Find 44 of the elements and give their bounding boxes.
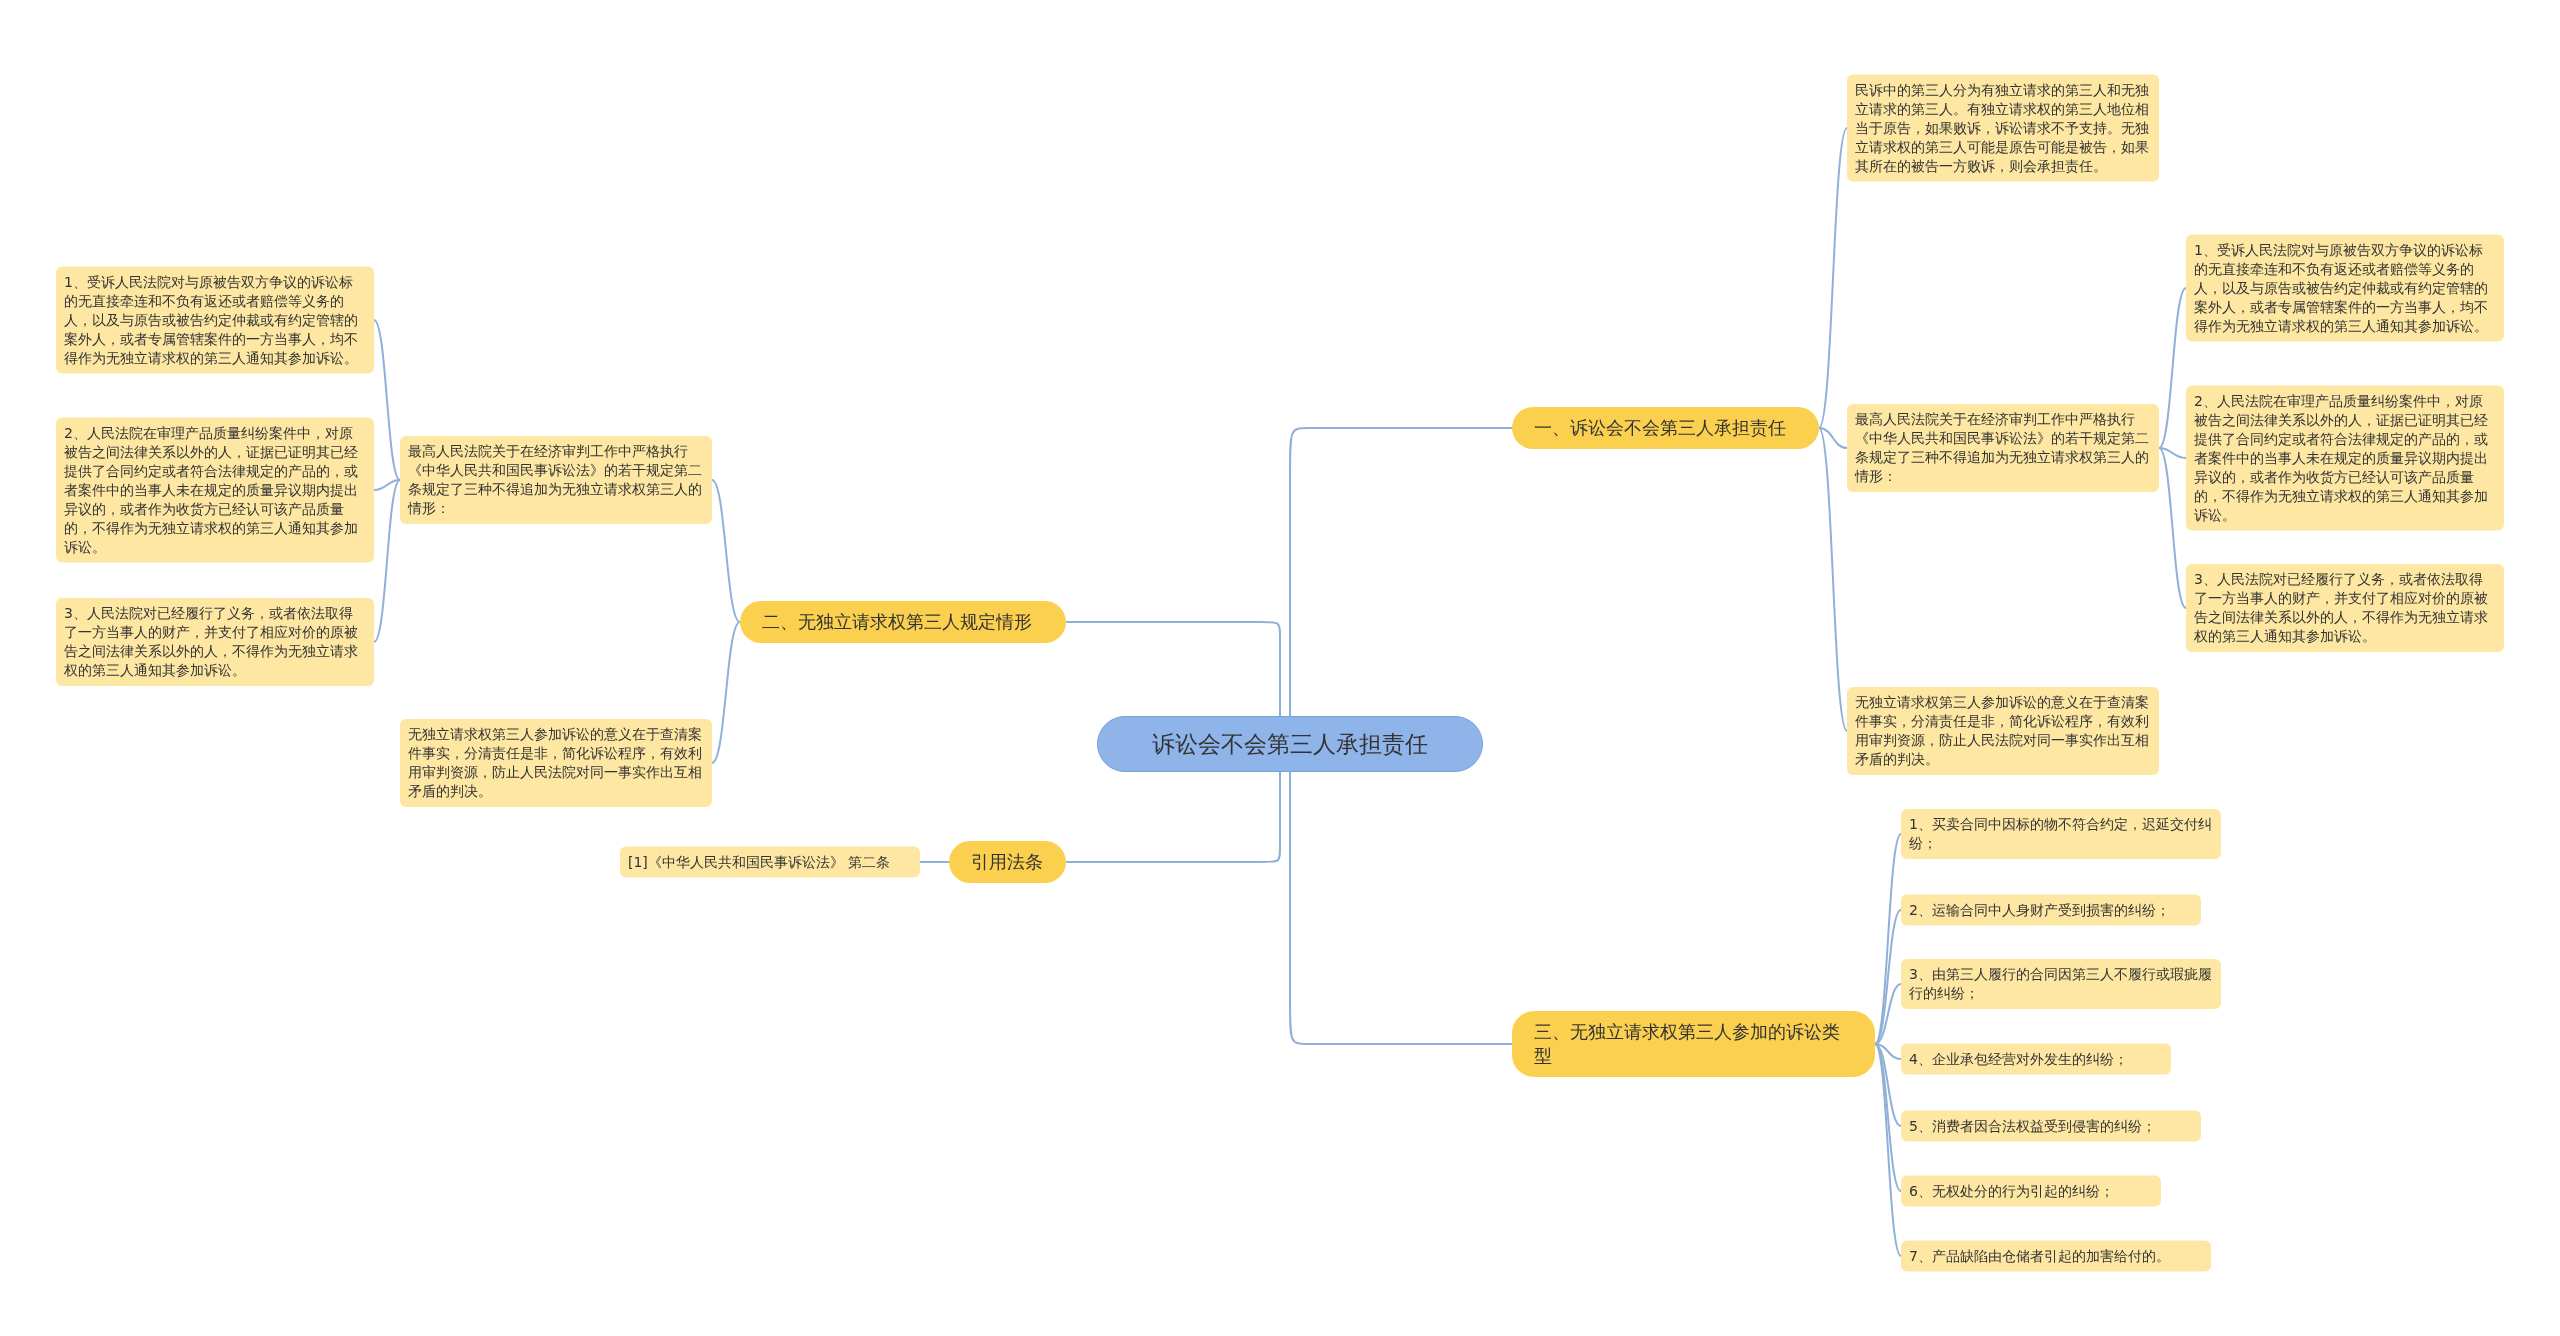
connector-line — [2158, 447, 2187, 609]
connector-line — [1874, 1043, 1902, 1257]
connector-line — [1065, 621, 1281, 717]
subtopic-card: 7、产品缺陷由仓储者引起的加害给付的。 — [1901, 1240, 2211, 1272]
connector-line — [1874, 983, 1902, 1045]
subtopic-card: 2、人民法院在审理产品质量纠纷案件中，对原被告之间法律关系以外的人，证据已证明其已经提供了合同约定或者符合法律规定的产品的，或者案件中的当事人未在规定的质量异议期内提出异议的，或者作为收货方已经认可该产品质量的，不得作为无独立请求权的第三人通知其参加诉讼。 — [2186, 385, 2504, 531]
subtopic-card: 4、企业承包经营对外发生的纠纷； — [1901, 1043, 2171, 1075]
subtopic-card: 无独立请求权第三人参加诉讼的意义在于查清案件事实，分清责任是非，简化诉讼程序，有效利用审判资源，防止人民法院对同一事实作出互相矛盾的判决。 — [1847, 687, 2159, 775]
branch-topic: 引用法条 — [949, 841, 1066, 883]
subtopic-card: 最高人民法院关于在经济审判工作中严格执行《中华人民共和国民事诉讼法》的若干规定第二条规定了三种不得追加为无独立请求权第三人的情形： — [1847, 404, 2159, 492]
subtopic-card: 2、运输合同中人身财产受到损害的纠纷； — [1901, 894, 2201, 926]
connector-line — [1289, 771, 1513, 1045]
subtopic-card: 最高人民法院关于在经济审判工作中严格执行《中华人民共和国民事诉讼法》的若干规定第二条规定了三种不得追加为无独立请求权第三人的情形： — [400, 436, 712, 524]
connector-line — [1289, 427, 1513, 717]
connector-line — [1818, 427, 1848, 449]
branch-topic: 三、无独立请求权第三人参加的诉讼类型 — [1512, 1011, 1875, 1077]
central-topic: 诉讼会不会第三人承担责任 — [1097, 716, 1483, 772]
connector-line — [1874, 833, 1902, 1045]
connector-line — [1874, 909, 1902, 1045]
connector-line — [1818, 427, 1848, 732]
subtopic-card: 3、由第三人履行的合同因第三人不履行或瑕疵履行的纠纷； — [1901, 959, 2221, 1009]
branch-topic: 一、诉讼会不会第三人承担责任 — [1512, 407, 1819, 449]
subtopic-card: 无独立请求权第三人参加诉讼的意义在于查清案件事实，分清责任是非，简化诉讼程序，有效利用审判资源，防止人民法院对同一事实作出互相矛盾的判决。 — [400, 719, 712, 807]
connector-line — [1065, 771, 1281, 863]
connector-line — [2158, 287, 2187, 449]
subtopic-card: 3、人民法院对已经履行了义务，或者依法取得了一方当事人的财产，并支付了相应对价的原被告之间法律关系以外的人，不得作为无独立请求权的第三人通知其参加诉讼。 — [2186, 564, 2504, 652]
subtopic-card: 5、消费者因合法权益受到侵害的纠纷； — [1901, 1110, 2201, 1142]
subtopic-card: 1、买卖合同中因标的物不符合约定，迟延交付纠纷； — [1901, 809, 2221, 859]
connector-line — [373, 319, 401, 481]
connector-line — [373, 479, 401, 491]
subtopic-card: 1、受诉人民法院对与原被告双方争议的诉讼标的无直接牵连和不负有返还或者赔偿等义务的人，以及与原告或被告约定仲裁或有约定管辖的案外人，或者专属管辖案件的一方当事人，均不得作为无独立请求权的第三人通知其参加诉讼。 — [56, 266, 374, 374]
subtopic-card: 6、无权处分的行为引起的纠纷； — [1901, 1175, 2161, 1207]
connector-line — [711, 621, 741, 764]
subtopic-card: 1、受诉人民法院对与原被告双方争议的诉讼标的无直接牵连和不负有返还或者赔偿等义务的人，以及与原告或被告约定仲裁或有约定管辖的案外人，或者专属管辖案件的一方当事人，均不得作为无独立请求权的第三人通知其参加诉讼。 — [2186, 234, 2504, 342]
connector-line — [711, 479, 741, 623]
connector-line — [1818, 127, 1848, 429]
subtopic-card: [1]《中华人民共和国民事诉讼法》 第二条 — [620, 846, 920, 878]
connector-line — [373, 479, 401, 643]
connector-line — [919, 861, 950, 863]
subtopic-card: 3、人民法院对已经履行了义务，或者依法取得了一方当事人的财产，并支付了相应对价的原被告之间法律关系以外的人，不得作为无独立请求权的第三人通知其参加诉讼。 — [56, 598, 374, 686]
branch-topic: 二、无独立请求权第三人规定情形 — [740, 601, 1066, 643]
subtopic-card: 民诉中的第三人分为有独立请求的第三人和无独立请求的第三人。有独立请求权的第三人地位相当于原告，如果败诉，诉讼请求不予支持。无独立请求权的第三人可能是原告可能是被告，如果其所在的被告一方败诉，则会承担责任。 — [1847, 74, 2159, 182]
connector-line — [2158, 447, 2187, 459]
subtopic-card: 2、人民法院在审理产品质量纠纷案件中，对原被告之间法律关系以外的人，证据已证明其已经提供了合同约定或者符合法律规定的产品的，或者案件中的当事人未在规定的质量异议期内提出异议的，或者作为收货方已经认可该产品质量的，不得作为无独立请求权的第三人通知其参加诉讼。 — [56, 417, 374, 563]
